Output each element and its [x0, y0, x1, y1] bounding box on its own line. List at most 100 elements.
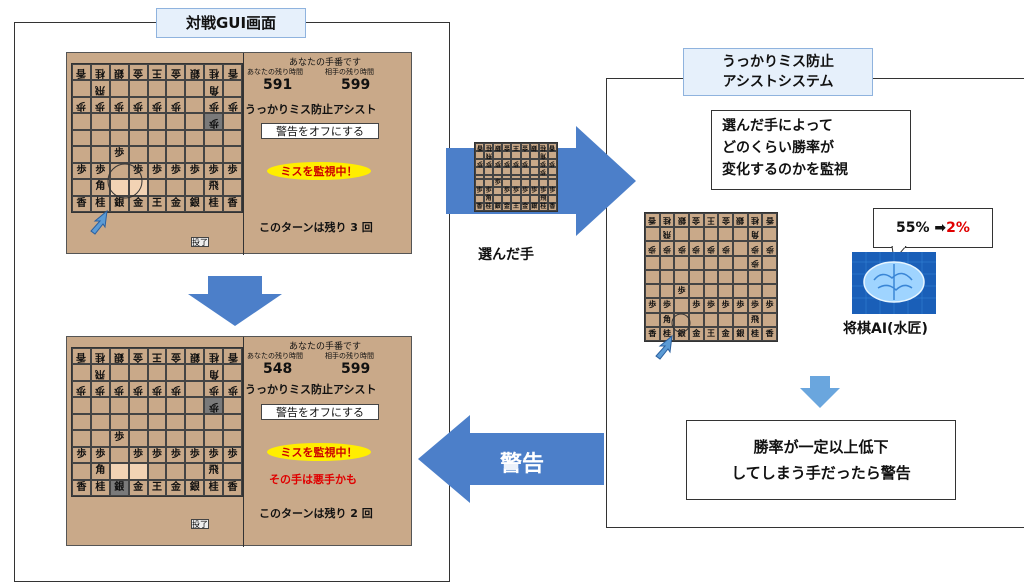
- board-cell[interactable]: 歩: [128, 96, 148, 114]
- board-cell[interactable]: 歩: [475, 159, 485, 167]
- board-cell[interactable]: 金: [128, 348, 148, 365]
- board-cell[interactable]: 香: [475, 143, 485, 151]
- board-cell[interactable]: 金: [502, 203, 512, 211]
- board-cell[interactable]: 金: [128, 64, 148, 81]
- board-cell[interactable]: 歩: [703, 298, 719, 313]
- board-cell[interactable]: [90, 129, 110, 147]
- board-cell[interactable]: [484, 179, 494, 187]
- board-cell[interactable]: 歩: [718, 298, 733, 313]
- board-cell[interactable]: [166, 364, 186, 381]
- board-cell[interactable]: [718, 255, 733, 270]
- board-cell[interactable]: [511, 151, 521, 159]
- board-cell[interactable]: [128, 463, 148, 480]
- board-cell[interactable]: 歩: [72, 162, 91, 180]
- board-cell[interactable]: 歩: [223, 162, 242, 180]
- board-cell[interactable]: 歩: [689, 298, 704, 313]
- board-cell[interactable]: [520, 175, 530, 179]
- board-cell[interactable]: 王: [703, 326, 719, 341]
- board-cell[interactable]: [475, 195, 485, 203]
- board-cell[interactable]: 歩: [520, 187, 530, 195]
- board-cell[interactable]: [733, 312, 748, 327]
- board-cell[interactable]: [511, 167, 521, 175]
- board-cell[interactable]: 歩: [223, 446, 242, 464]
- board-cell[interactable]: 歩: [747, 241, 763, 256]
- board-cell[interactable]: 歩: [747, 255, 763, 270]
- board-cell[interactable]: [538, 175, 548, 179]
- board-cell[interactable]: 歩: [204, 380, 224, 398]
- board-cell[interactable]: [72, 129, 91, 147]
- resign-button[interactable]: 投了: [191, 237, 209, 247]
- board-cell[interactable]: [185, 96, 205, 114]
- board-cell[interactable]: 桂: [90, 64, 110, 81]
- board-cell[interactable]: 歩: [538, 187, 548, 195]
- board-cell[interactable]: [223, 397, 242, 414]
- board-cell[interactable]: 歩: [204, 446, 224, 464]
- board-cell[interactable]: [529, 175, 539, 179]
- board-cell[interactable]: 歩: [645, 298, 660, 313]
- board-cell[interactable]: [185, 430, 205, 447]
- board-cell[interactable]: [72, 430, 91, 447]
- board-cell[interactable]: 歩: [147, 380, 167, 398]
- board-cell[interactable]: 金: [689, 326, 704, 341]
- board-cell[interactable]: 歩: [511, 159, 521, 167]
- board-cell[interactable]: 歩: [747, 298, 763, 313]
- board-cell[interactable]: 銀: [733, 213, 748, 228]
- board-cell[interactable]: 歩: [659, 241, 675, 256]
- board-cell[interactable]: [547, 151, 557, 159]
- board-cell[interactable]: 歩: [538, 159, 548, 167]
- board-cell[interactable]: 歩: [147, 162, 167, 180]
- board-cell[interactable]: [502, 179, 512, 187]
- board-cell[interactable]: [703, 227, 719, 242]
- board-cell[interactable]: [109, 463, 129, 480]
- board-cell[interactable]: [484, 175, 494, 179]
- board-cell[interactable]: [547, 175, 557, 179]
- board-cell[interactable]: 歩: [72, 380, 91, 398]
- board-cell[interactable]: [703, 255, 719, 270]
- board-cell[interactable]: 角: [204, 364, 224, 381]
- board-cell[interactable]: 金: [166, 64, 186, 81]
- board-cell[interactable]: 桂: [484, 203, 494, 211]
- board-cell[interactable]: [166, 113, 186, 130]
- board-cell[interactable]: 歩: [90, 380, 110, 398]
- board-cell[interactable]: [223, 129, 242, 147]
- board-cell[interactable]: 桂: [659, 213, 675, 228]
- board-cell[interactable]: [689, 284, 704, 299]
- board-cell[interactable]: [128, 80, 148, 97]
- board-cell[interactable]: 飛: [659, 227, 675, 242]
- board-cell[interactable]: [689, 269, 704, 285]
- board-cell[interactable]: 桂: [204, 195, 224, 212]
- board-cell[interactable]: [72, 146, 91, 163]
- board-cell[interactable]: 歩: [502, 187, 512, 195]
- board-cell[interactable]: 歩: [90, 162, 110, 180]
- board-cell[interactable]: [762, 284, 777, 299]
- board-cell[interactable]: 歩: [109, 380, 129, 398]
- board-cell[interactable]: [511, 175, 521, 179]
- board-cell[interactable]: [547, 179, 557, 187]
- board-cell[interactable]: [147, 413, 167, 431]
- board-cell[interactable]: 香: [762, 326, 777, 341]
- board-cell[interactable]: [204, 129, 224, 147]
- board-cell[interactable]: [547, 167, 557, 175]
- board-cell[interactable]: [128, 430, 148, 447]
- board-cell[interactable]: 銀: [185, 348, 205, 365]
- board-cell[interactable]: [493, 175, 503, 179]
- board-cell[interactable]: [109, 113, 129, 130]
- board-cell[interactable]: 香: [645, 326, 660, 341]
- board-cell[interactable]: [659, 284, 675, 299]
- board-cell[interactable]: 王: [147, 479, 167, 496]
- board-cell[interactable]: [204, 146, 224, 163]
- board-cell[interactable]: 桂: [204, 64, 224, 81]
- board-cell[interactable]: 歩: [166, 380, 186, 398]
- board-cell[interactable]: [493, 151, 503, 159]
- board-cell[interactable]: [185, 413, 205, 431]
- board-cell[interactable]: [645, 269, 660, 285]
- board-cell[interactable]: [747, 284, 763, 299]
- board-cell[interactable]: [147, 113, 167, 130]
- board-cell[interactable]: [128, 179, 148, 196]
- board-cell[interactable]: 飛: [90, 364, 110, 381]
- board-cell[interactable]: 桂: [538, 203, 548, 211]
- board-cell[interactable]: [475, 179, 485, 187]
- board-cell[interactable]: [511, 195, 521, 203]
- board-cell[interactable]: [185, 397, 205, 414]
- board-cell[interactable]: [529, 195, 539, 203]
